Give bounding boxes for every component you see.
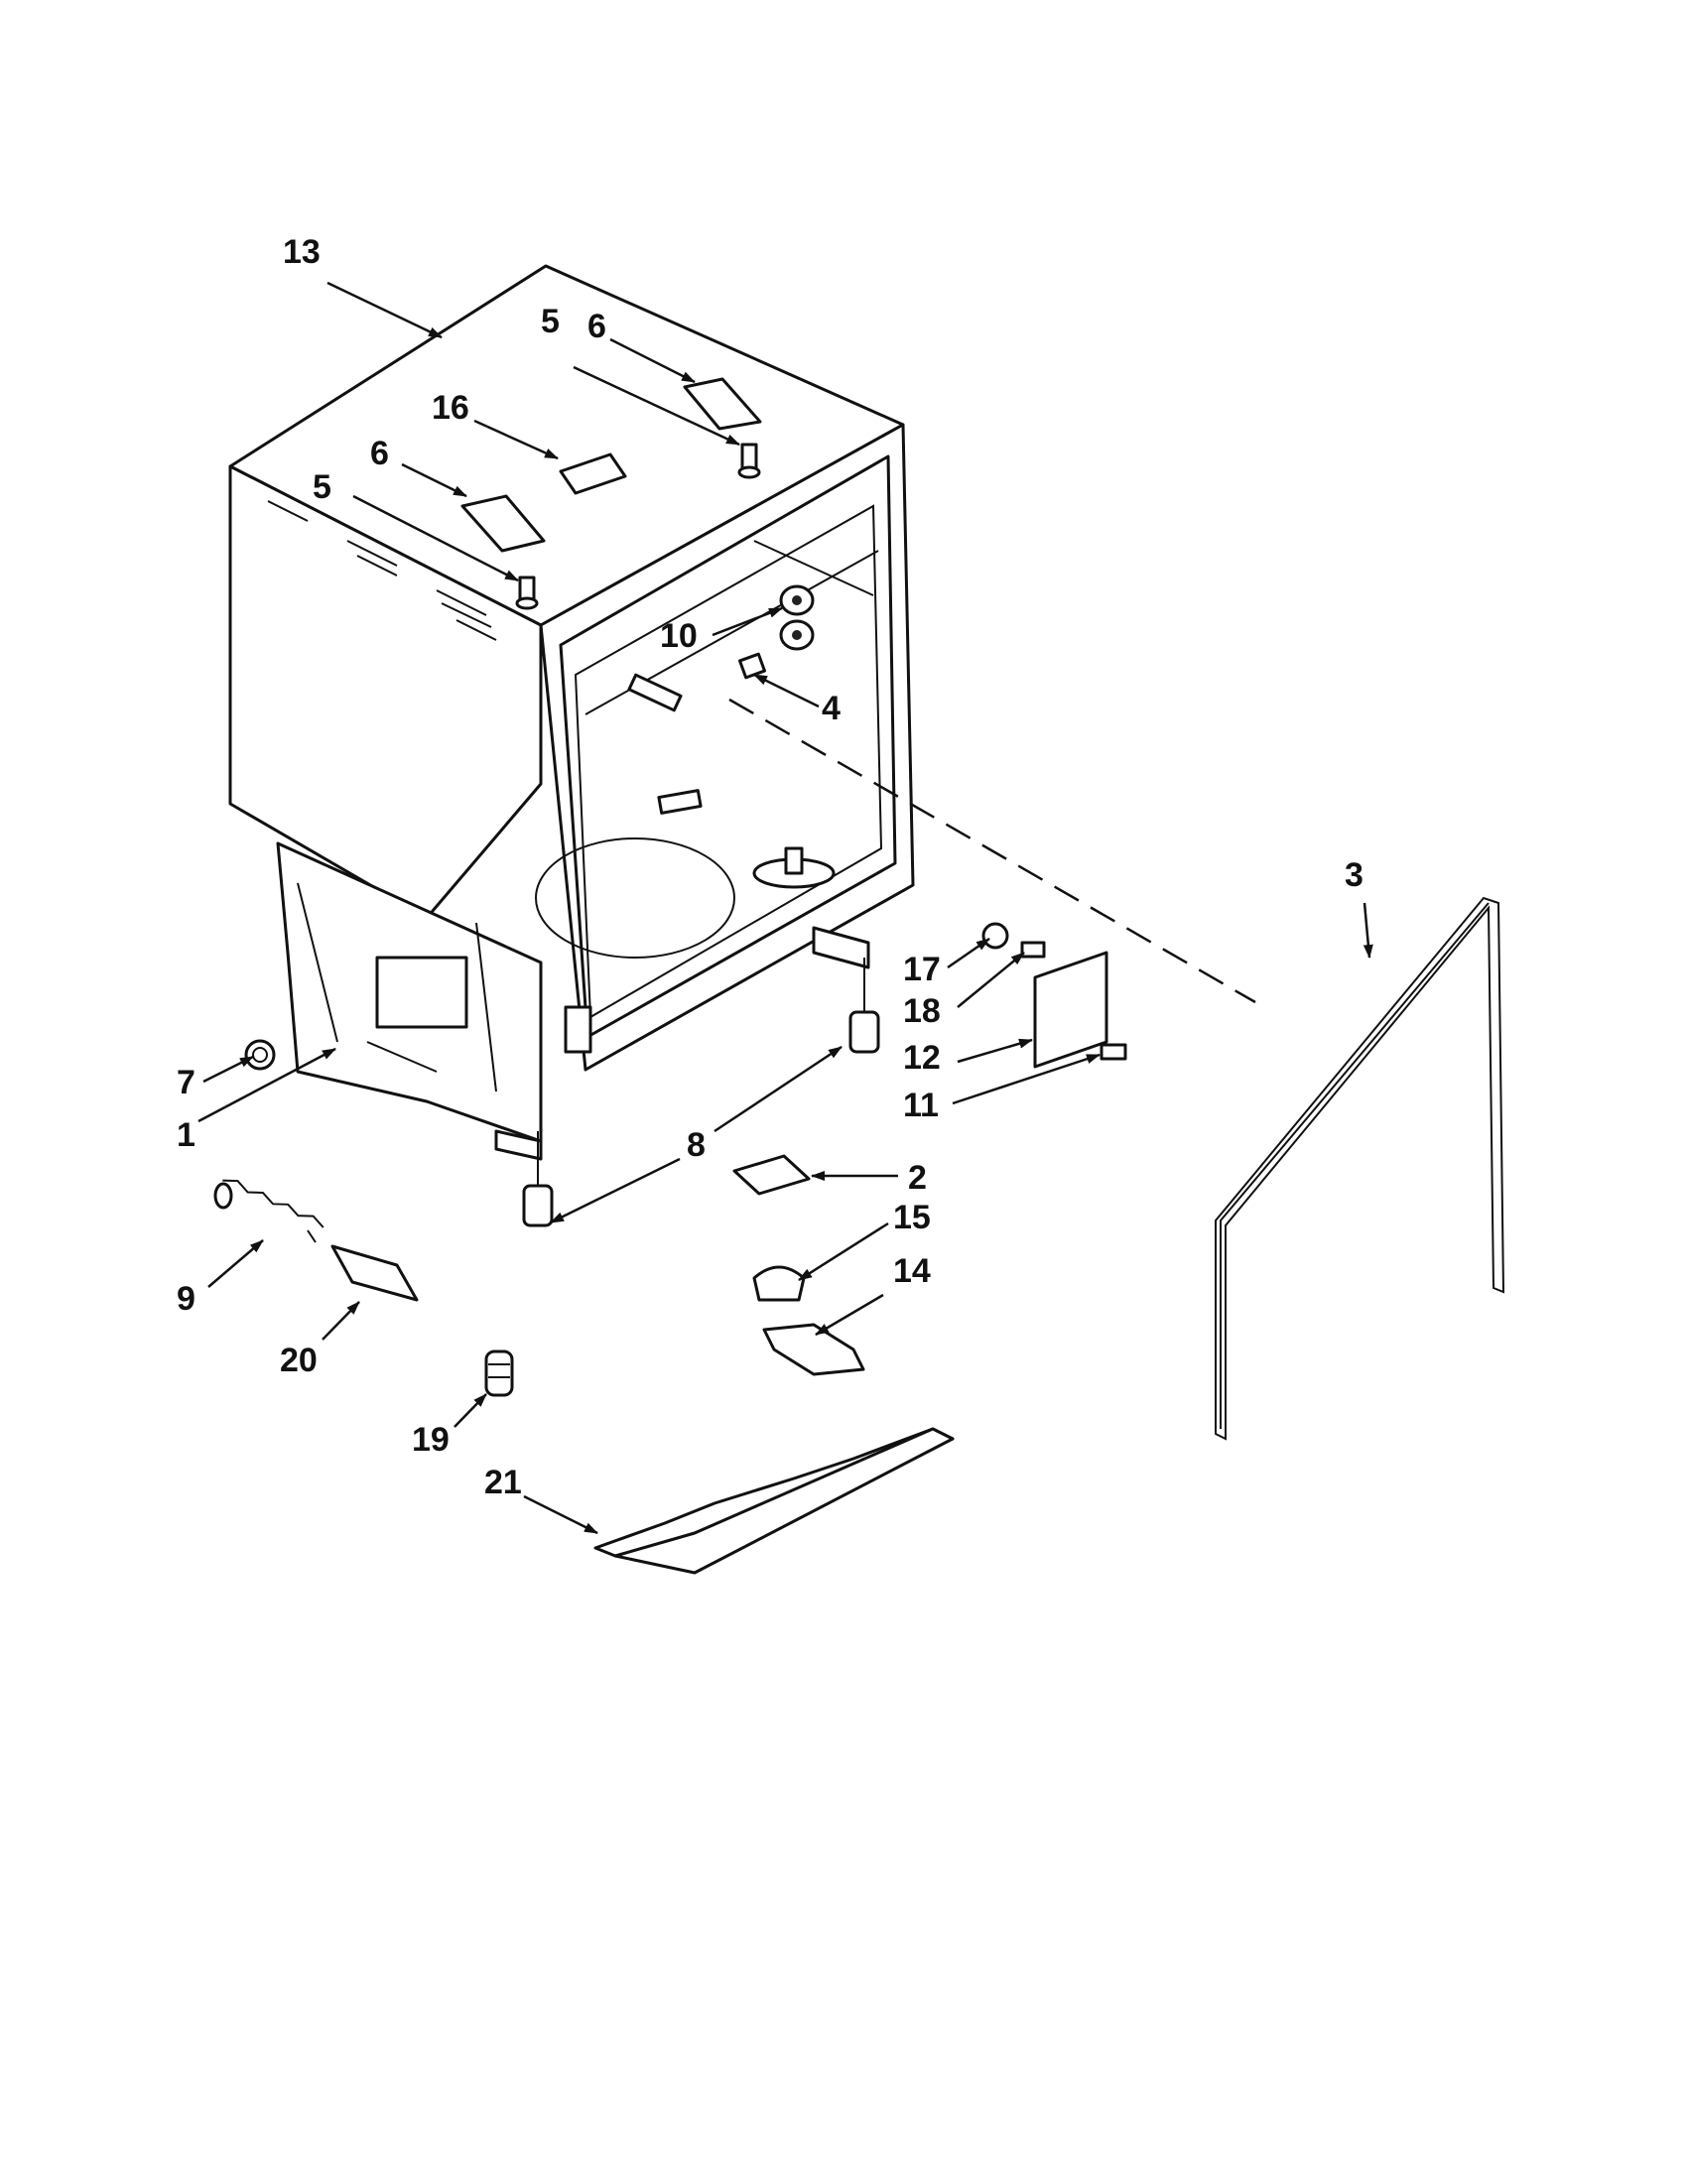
callout-15: 15 bbox=[893, 1199, 931, 1236]
callout-4: 4 bbox=[822, 690, 841, 727]
callout-1: 1 bbox=[177, 1116, 195, 1154]
callout-21: 21 bbox=[484, 1464, 522, 1501]
callout-7: 7 bbox=[177, 1064, 195, 1101]
callout-14: 14 bbox=[893, 1252, 931, 1290]
callout-9: 9 bbox=[177, 1280, 195, 1318]
hinge-brackets bbox=[460, 377, 762, 553]
small-parts bbox=[213, 922, 1127, 1575]
callout-6-upper: 6 bbox=[587, 308, 606, 345]
callout-8: 8 bbox=[687, 1126, 706, 1164]
callout-10: 10 bbox=[660, 617, 698, 655]
callout-3: 3 bbox=[1345, 856, 1363, 894]
callout-20: 20 bbox=[280, 1342, 318, 1379]
hinge-assembly bbox=[738, 584, 815, 680]
callout-11: 11 bbox=[903, 1087, 939, 1124]
callout-13: 13 bbox=[283, 233, 321, 271]
callout-16: 16 bbox=[432, 389, 469, 427]
screws bbox=[515, 443, 761, 610]
callout-12: 12 bbox=[903, 1039, 941, 1077]
tub-assembly bbox=[228, 264, 915, 1161]
door-gasket bbox=[1215, 896, 1505, 1441]
callout-6-lower: 6 bbox=[370, 435, 389, 472]
callout-5-upper: 5 bbox=[541, 303, 560, 340]
callout-5-lower: 5 bbox=[313, 468, 331, 506]
callout-17: 17 bbox=[903, 951, 941, 988]
callout-labels: 13 6 5 16 6 5 10 4 3 17 18 12 11 7 1 8 2… bbox=[177, 233, 1363, 1501]
callout-18: 18 bbox=[903, 992, 941, 1030]
callout-19: 19 bbox=[412, 1421, 450, 1459]
callout-2: 2 bbox=[908, 1159, 927, 1197]
leader-lines bbox=[197, 281, 1373, 1535]
